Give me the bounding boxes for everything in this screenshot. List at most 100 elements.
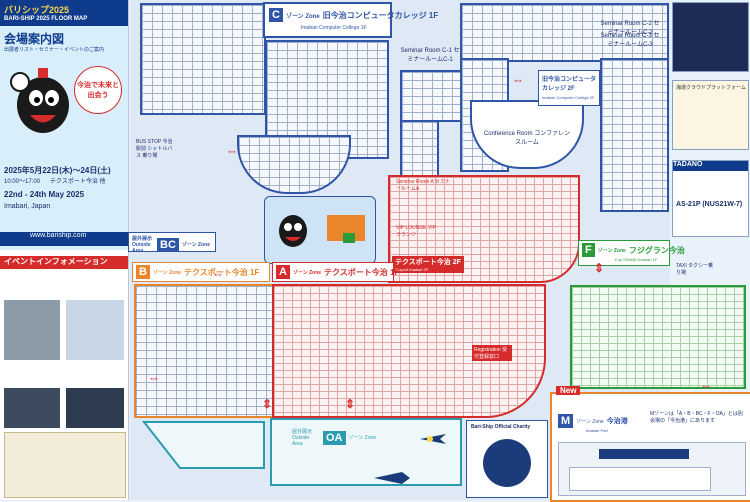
a-zone-2f-label: テクスポート今治 2F Texport Imabari 2F <box>392 256 464 273</box>
registration-desk[interactable]: Registration 受付登録窓口 <box>472 345 512 361</box>
oa-zone-prefix: 屋外展示 Outside Area <box>292 429 313 447</box>
c-zone-letter: C <box>269 8 283 22</box>
ad-banner-bridge: 海運クラウドプラットフォーム <box>672 80 749 150</box>
b-zone-hall <box>134 284 274 418</box>
event-info-header: イベントインフォメーション <box>0 256 128 269</box>
b-zone-name: テクスポート今治 1F <box>184 267 260 277</box>
event-hours: 10:00～17:00 <box>4 179 41 185</box>
a-zone-name: テクスポート今治 1F <box>324 267 400 277</box>
event-photo-3 <box>4 388 60 428</box>
charity-label: Bari-Ship Official Charity <box>471 424 531 430</box>
c2-zone-label: 旧今治コンピュータカレッジ 2F Imabari Computer Colleg… <box>538 70 600 106</box>
vip-lounge[interactable]: VIP LOUNGE VIP ラウンジ <box>396 225 436 238</box>
c-zone-label: C ゾーン Zone 旧今治コンピュータカレッジ 1F Imabari Comp… <box>263 2 438 38</box>
ad-tadano-brand: TADANO <box>673 161 748 171</box>
arrow-icon: ⇔ <box>226 144 238 158</box>
event-place-jp: テクスポート今治 他 <box>50 179 106 185</box>
oa-zone-word: ゾーン Zone <box>348 435 377 441</box>
c-zone-name: 旧今治コンピュータカレッジ 1F <box>322 10 439 20</box>
b-zone-word: ゾーン Zone <box>152 269 182 276</box>
poster-title: バリシップ2025 <box>4 5 70 15</box>
website-link[interactable]: www.bariship.com <box>30 232 87 239</box>
bc-zone-letter: BC <box>157 237 179 252</box>
event-photo-2 <box>66 300 124 360</box>
m-zone-name-en: Imabari Port <box>586 428 608 433</box>
access-map <box>4 432 126 498</box>
area-overview-inset <box>264 196 376 264</box>
f-zone-letter: F <box>582 243 595 257</box>
arrow-icon: ⇔ <box>700 379 712 393</box>
f-zone-name-en: Fuji GRAND Imabari 1F <box>615 257 658 262</box>
b-zone-label: B ゾーン Zone テクスポート今治 1F <box>132 262 270 282</box>
c-zone-name-en: Imabari Computer College 1F <box>301 25 367 31</box>
c-zone-west-wing <box>140 3 266 115</box>
c2-zone-name-en: Imabari Computer College 2F <box>542 95 595 100</box>
m-zone-word: ゾーン Zone <box>576 418 604 425</box>
taxi-stand[interactable]: TAXI タクシー乗り場 <box>676 263 714 276</box>
oa-zone-label: 屋外展示 Outside Area OA ゾーン Zone <box>292 428 376 447</box>
oa-zone-triangle <box>141 421 265 469</box>
poster-floor-map: BARI-SHIP 2025 FLOOR MAP <box>4 16 88 22</box>
a-zone-2f-name: テクスポート今治 2F <box>395 259 461 266</box>
ship-icon <box>374 472 410 484</box>
seminar-room-c1-block <box>400 70 464 122</box>
seminar-room-c1[interactable]: Seminar Room C-1 セミナールームC-1 <box>400 48 460 63</box>
ad-tadano-model: AS-21P (NUS21W-7) <box>676 201 743 208</box>
f-zone-label: F ゾーン Zone フジグラン今治 Fuji GRAND Imabari 1F <box>578 240 685 266</box>
ad-banner-top <box>672 2 749 72</box>
event-dates-jp: 2025年5月22日(木)～24日(土) <box>4 166 111 175</box>
arrow-icon: ⇕ <box>594 261 605 275</box>
c2-zone-north-wing <box>460 3 669 62</box>
c-zone-stair-block <box>400 120 439 184</box>
arrow-icon: ⇔ <box>512 73 524 87</box>
event-photo-1 <box>4 300 60 360</box>
seminar-room-c3[interactable]: Seminar Room C-3 セミナールームC-3 <box>600 33 660 48</box>
inset-f-zone <box>343 233 355 243</box>
m-zone-label: M ゾーン Zone 今治港 <box>558 414 628 428</box>
ad-banner-tadano: TADANO AS-21P (NUS21W-7) <box>672 160 749 237</box>
mascot-illustration <box>10 68 69 133</box>
c2-zone-east-wing <box>600 58 669 212</box>
slogan-bubble: 今治で未来と出会う <box>74 66 122 114</box>
a-zone-2f <box>388 175 580 283</box>
plane-icon <box>420 434 446 444</box>
venue-guide-subtitle: 出展者リスト・セミナー・イベントのご案内 <box>4 47 105 53</box>
a-zone-word: ゾーン Zone <box>292 269 322 276</box>
new-badge: New <box>556 386 581 395</box>
charity-panel: Bari-Ship Official Charity <box>466 420 548 498</box>
conference-room-label: Conference Room コンファレンスルーム <box>483 131 571 146</box>
arrow-icon: ⇕ <box>345 397 356 411</box>
b-zone-letter: B <box>136 265 150 279</box>
f-zone-word: ゾーン Zone <box>597 247 626 254</box>
m-zone-letter: M <box>558 414 574 428</box>
a-zone-2f-name-en: Texport Imabari 2F <box>395 267 429 272</box>
oa-zone-letter: OA <box>323 430 346 445</box>
a-zone-label: A ゾーン Zone テクスポート今治 1F <box>272 262 399 282</box>
a-zone-hall <box>272 284 546 418</box>
oa-zone-area <box>270 418 462 486</box>
bus-stop-label[interactable]: BUS STOP 今治駅前 シャトルバス 乗り場 <box>136 139 173 159</box>
poster-hero <box>0 0 128 250</box>
arrow-icon: ⇔ <box>148 371 160 385</box>
c-zone-word: ゾーン Zone <box>285 13 320 20</box>
m-zone-terminal <box>569 467 711 491</box>
inset-mascot-icon <box>279 215 307 247</box>
arrow-icon: ⇕ <box>262 397 273 411</box>
c-zone-hall <box>237 135 351 194</box>
conference-room[interactable]: Conference Room コンファレンスルーム <box>470 100 584 169</box>
c2-zone-name: 旧今治コンピュータカレッジ 2F <box>542 77 597 92</box>
bc-zone-label: 屋外展示 Outside Area BC ゾーン Zone <box>128 232 216 254</box>
arrow-icon: ⇔ <box>212 267 224 281</box>
event-photo-4 <box>66 388 124 428</box>
f-zone-hall <box>570 285 746 389</box>
seminar-room-a[interactable]: Seminar Room A セミナールームA <box>396 179 450 192</box>
m-zone-pier <box>599 449 689 459</box>
event-info-title: イベントインフォメーション <box>4 257 108 266</box>
m-zone-description: Mゾーンは「A・B・BC・F・OA」とは別会場の「今治港」にあります <box>650 411 743 424</box>
venue-guide-title: 会場案内図 <box>4 32 65 46</box>
seminar-room-c2[interactable]: Seminar Room C-2 セミナールームC-2 <box>600 21 660 36</box>
bc-zone-word: ゾーン Zone <box>181 242 210 248</box>
website-bar: www.bariship.com <box>0 232 128 246</box>
m-zone-map <box>558 442 746 496</box>
charity-logo <box>483 439 531 487</box>
